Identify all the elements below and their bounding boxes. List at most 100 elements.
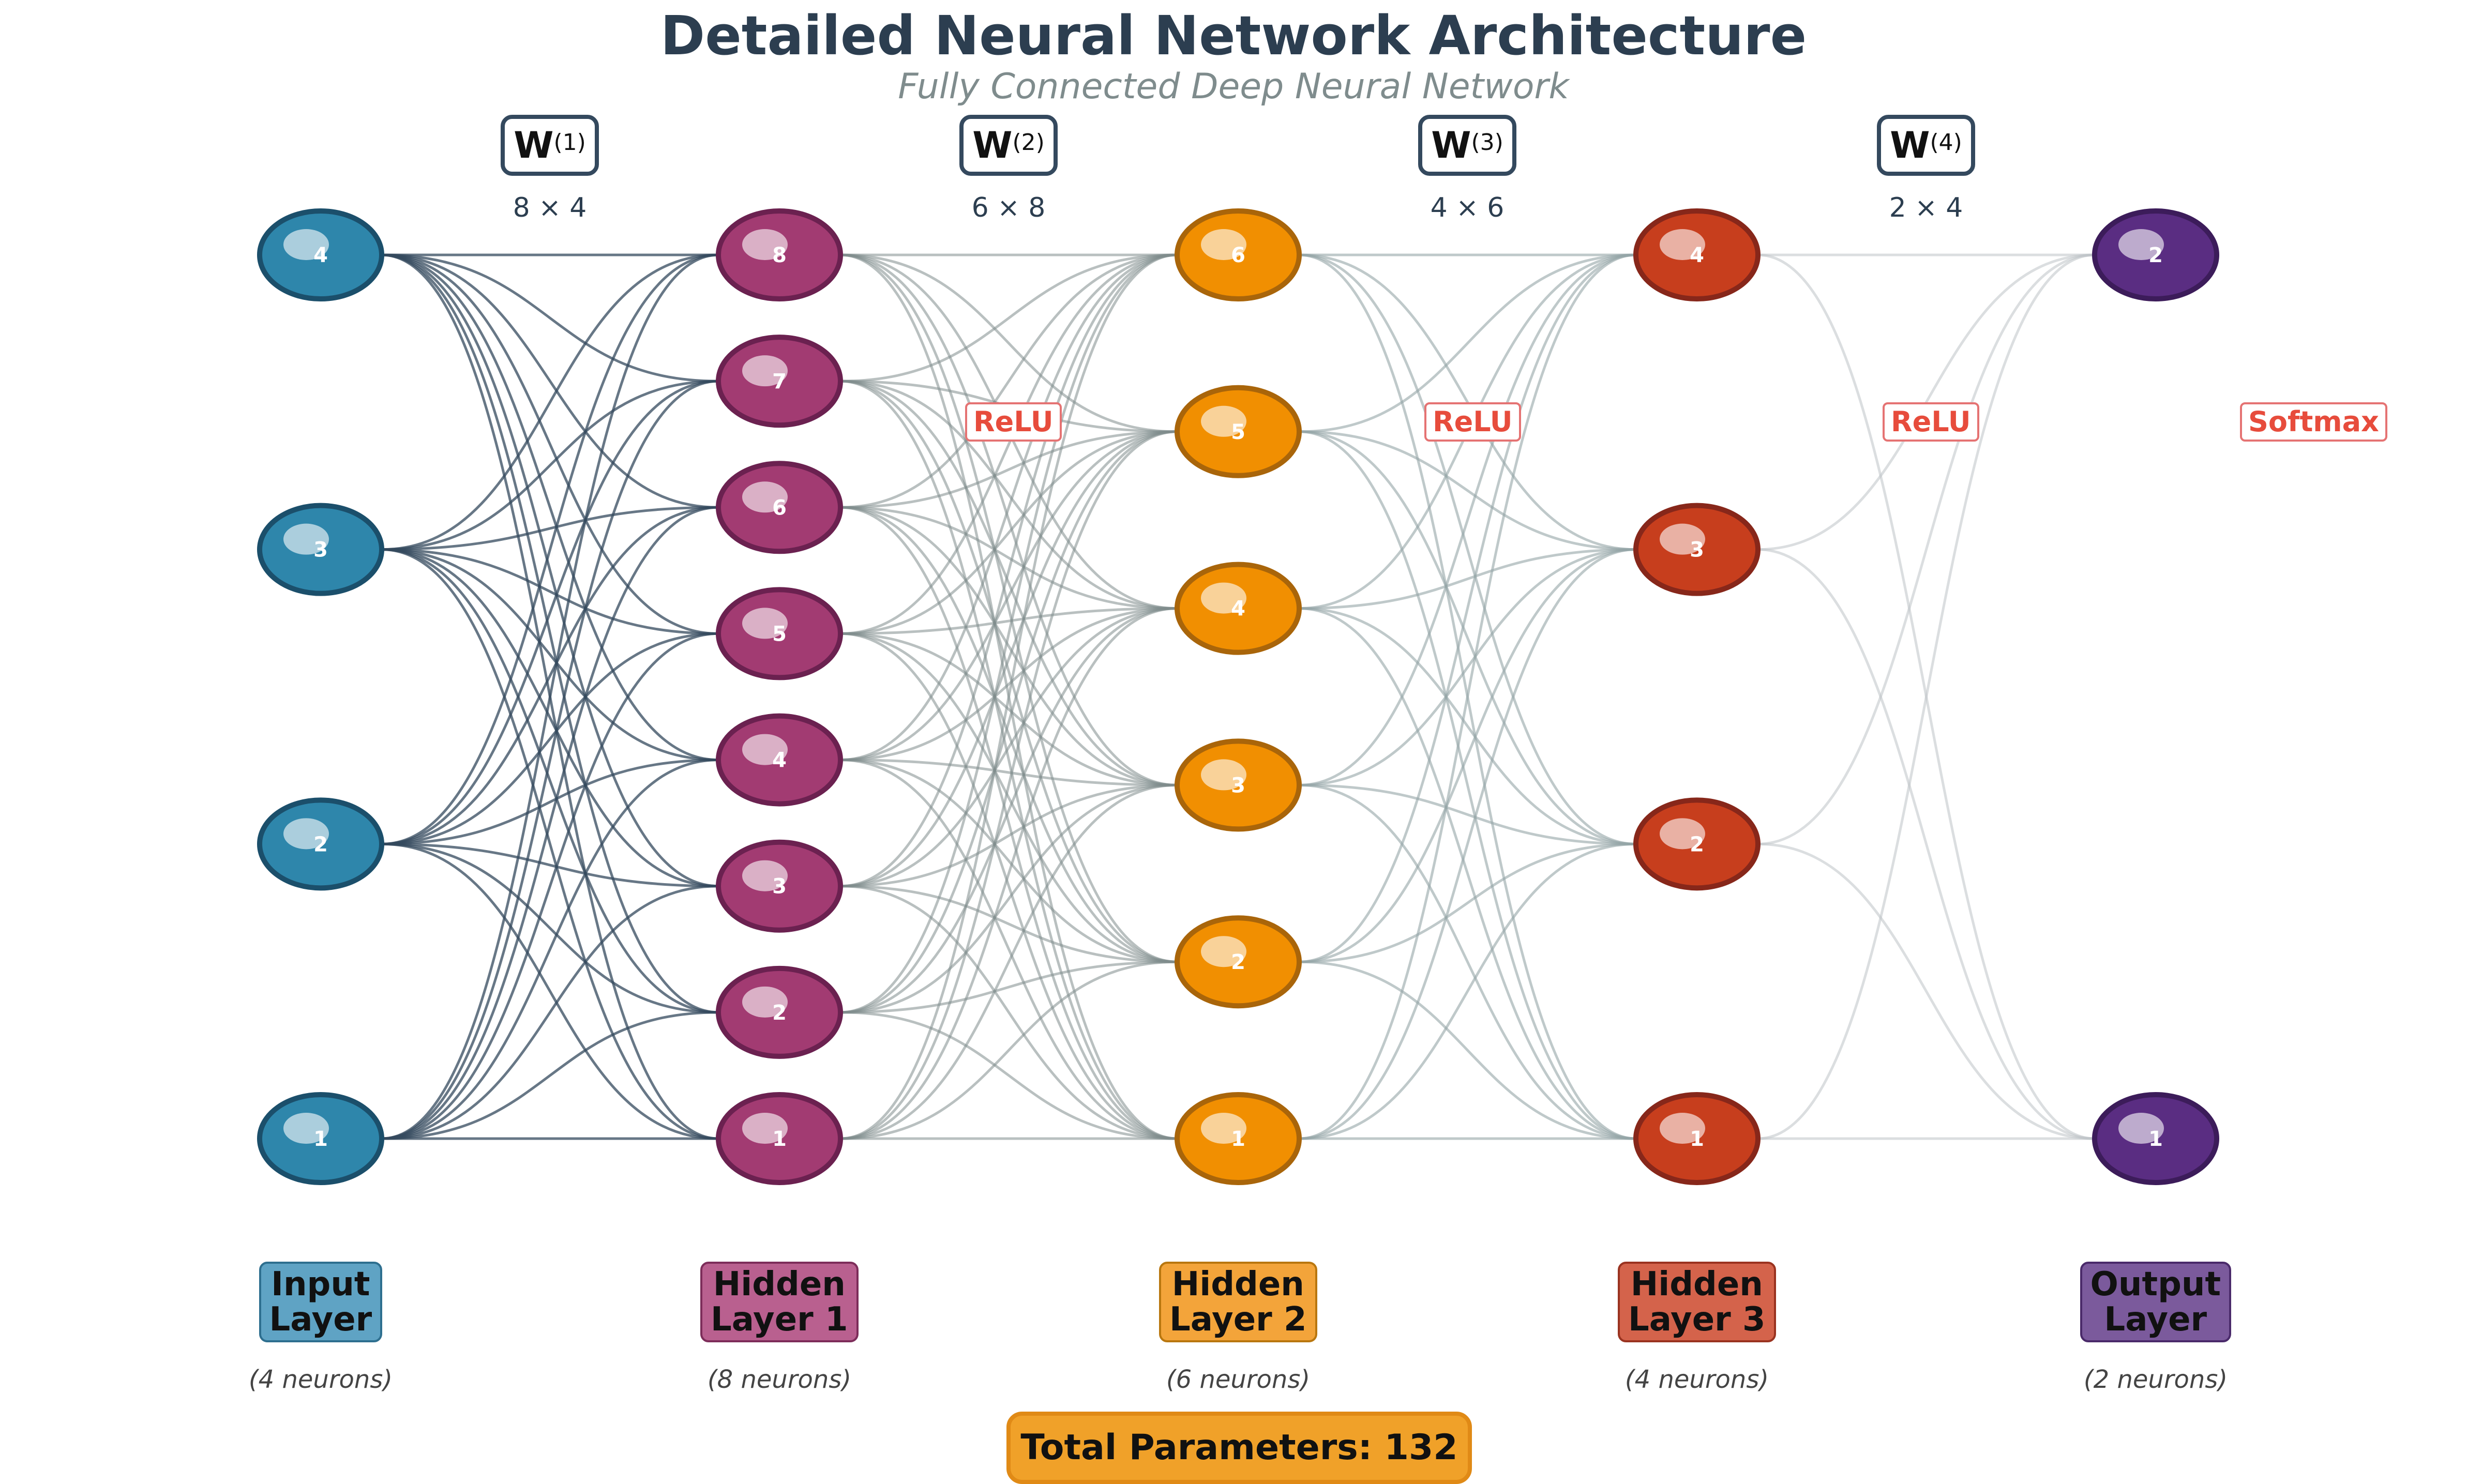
connection-edge (840, 960, 1178, 1140)
connection-edge (840, 759, 1178, 963)
connection-edge (1299, 253, 1636, 845)
connection-edge (1757, 548, 2095, 1140)
connection-edge (381, 253, 719, 551)
neuron: 2 (1175, 915, 1302, 1009)
connection-edge (840, 253, 1178, 509)
connection-edge (840, 430, 1178, 1014)
connection-edge (840, 253, 1178, 963)
weight-symbol: W (1890, 124, 1930, 166)
weight-dims-2: 6 × 8 (971, 192, 1046, 223)
connection-edge (1299, 253, 1636, 551)
neuron-index-label: 7 (772, 370, 787, 393)
connection-edge (840, 253, 1178, 635)
weight-superscript: (2) (1012, 129, 1045, 156)
connection-edge (381, 842, 719, 888)
connection-edge (1757, 842, 2095, 1140)
connection-edge (1299, 430, 1636, 551)
connection-edge (840, 253, 1178, 786)
connection-edge (1299, 607, 1636, 845)
connection-edge (1299, 253, 1636, 963)
connection-edge (840, 607, 1178, 762)
neuron-index-label: 3 (772, 875, 787, 899)
connection-edge (840, 380, 1178, 1140)
diagram-subtitle: Fully Connected Deep Neural Network (898, 66, 1569, 107)
neuron-index-label: 2 (2148, 244, 2163, 267)
weight-box-3: W(3) (1418, 115, 1516, 176)
layer-label-output: Output Layer (2080, 1262, 2232, 1342)
neuron-highlight (2118, 1113, 2164, 1144)
connection-edge (381, 253, 719, 762)
connection-edge (381, 548, 719, 1014)
neuron-highlight (742, 608, 788, 639)
connection-edge (1299, 548, 1636, 786)
weight-superscript: (1) (553, 129, 586, 156)
layer-label-input: Input Layer (259, 1262, 383, 1342)
neuron-highlight (283, 229, 329, 260)
connection-edge (1299, 842, 1636, 1140)
connection-edge (840, 885, 1178, 1140)
connection-edge (381, 253, 719, 383)
total-parameters-badge: Total Parameters: 132 (1006, 1412, 1472, 1484)
connection-edge (1299, 253, 1636, 786)
activation-label-3: ReLU (1883, 402, 1979, 442)
connection-edge (840, 759, 1178, 1140)
neuron-index-label: 1 (772, 1127, 787, 1151)
neuron: 4 (257, 208, 384, 301)
weight-superscript: (3) (1471, 129, 1503, 156)
connection-edge (840, 506, 1178, 786)
neuron-highlight (742, 860, 788, 891)
connection-edge (381, 253, 719, 509)
weight-box-4: W(4) (1877, 115, 1975, 176)
connections (381, 253, 2095, 1140)
weight-dims-4: 2 × 4 (1889, 192, 1963, 223)
connection-edge (840, 506, 1178, 963)
neuron-index-label: 6 (772, 496, 787, 520)
connection-edge (840, 632, 1178, 1140)
neuron: 4 (1633, 208, 1761, 301)
connection-edge (840, 380, 1178, 610)
neuron-highlight (283, 818, 329, 850)
weight-box-1: W(1) (501, 115, 599, 176)
connection-edge (840, 253, 1178, 888)
layer-label-hidden-2: Hidden Layer 2 (1159, 1262, 1317, 1342)
neuron-count-hidden-2: (6 neurons) (1166, 1365, 1311, 1394)
connection-edge (381, 253, 719, 888)
neuron-count-output: (2 neurons) (2083, 1365, 2228, 1394)
connection-edge (381, 506, 719, 551)
neuron-index-label: 5 (772, 622, 787, 646)
neuron-highlight (742, 734, 788, 765)
connection-edge (1757, 253, 2095, 845)
neuron-highlight (742, 1113, 788, 1144)
connection-edge (840, 430, 1178, 762)
neuron-highlight (1201, 405, 1246, 437)
connection-edge (1299, 548, 1636, 963)
connection-edge (381, 253, 719, 1140)
weight-dims-1: 8 × 4 (513, 192, 587, 223)
connection-edge (840, 783, 1178, 1014)
connection-edge (840, 253, 1178, 762)
connection-edge (381, 253, 719, 845)
neuron-index-label: 1 (1690, 1127, 1704, 1151)
neuron-highlight (1201, 936, 1246, 967)
neuron-index-label: 2 (1231, 950, 1245, 974)
neuron-index-label: 6 (1231, 244, 1245, 267)
neuron-highlight (1201, 759, 1246, 791)
connection-edge (840, 506, 1178, 610)
neuron: 2 (257, 797, 384, 891)
connection-edge (1299, 548, 1636, 610)
neuron: 3 (1175, 738, 1302, 832)
connection-edge (840, 430, 1178, 635)
connection-edge (1299, 842, 1636, 963)
connection-edge (1299, 430, 1636, 1140)
connection-edge (381, 759, 719, 1140)
neuron-index-label: 4 (313, 244, 328, 267)
neuron-index-label: 2 (1690, 832, 1704, 856)
activation-label-1: ReLU (965, 402, 1062, 442)
connection-edge (1757, 253, 2095, 1140)
neuron: 2 (1633, 797, 1761, 891)
neuron-index-label: 3 (313, 538, 328, 562)
connection-edge (840, 430, 1178, 509)
neuron: 3 (716, 839, 843, 933)
connection-edge (840, 430, 1178, 1140)
